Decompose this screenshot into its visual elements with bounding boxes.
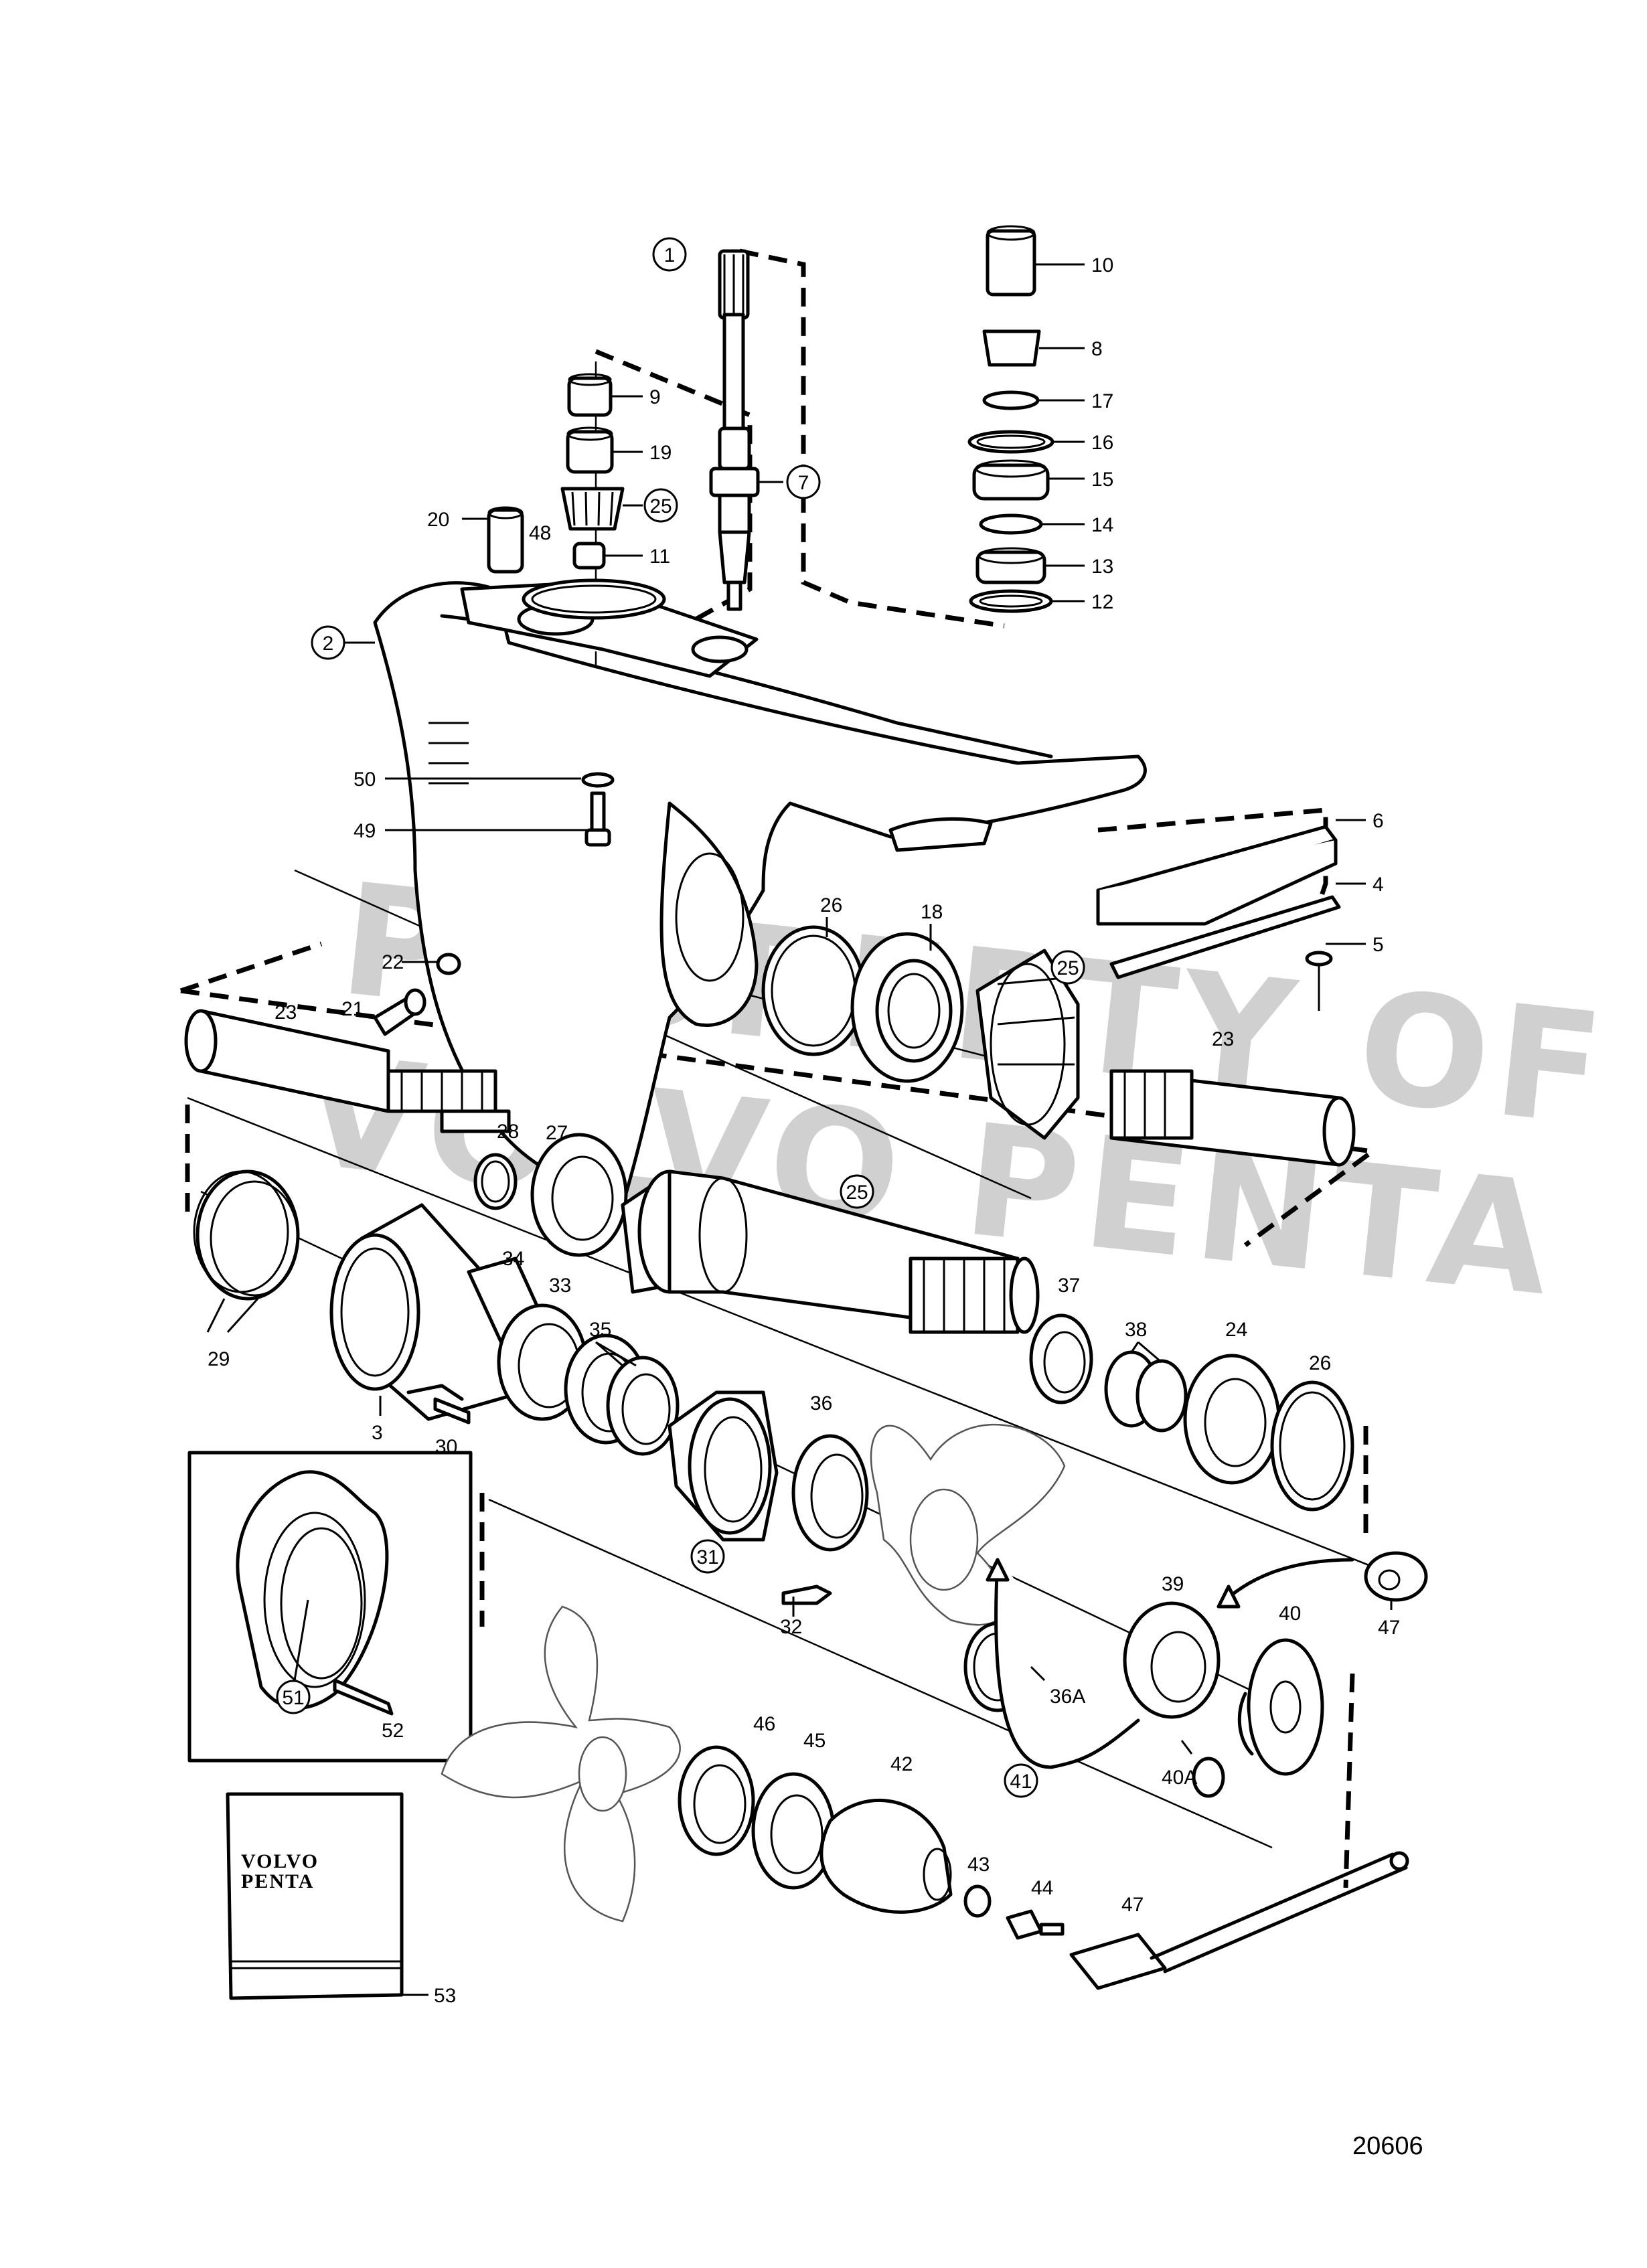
bearing-stack-right xyxy=(967,225,1054,613)
callout-4: 4 xyxy=(1372,874,1384,896)
callout-16: 16 xyxy=(1091,432,1113,454)
callout-48: 48 xyxy=(529,522,551,544)
small-fasteners xyxy=(373,953,518,1210)
callout-13: 13 xyxy=(1091,556,1113,578)
callout-42: 42 xyxy=(890,1753,913,1775)
callout-35: 35 xyxy=(589,1319,611,1341)
callout-14: 14 xyxy=(1091,514,1113,536)
callout-labels: 1 2 7 25 25 25 31 41 51 10 8 17 16 15 14… xyxy=(208,244,1400,2007)
callout-17: 17 xyxy=(1091,390,1113,412)
callout-8: 8 xyxy=(1091,338,1103,360)
bearing-housing xyxy=(668,1390,832,1605)
callout-3: 3 xyxy=(372,1422,383,1444)
callout-37: 37 xyxy=(1058,1275,1080,1297)
callout-36a: 36A xyxy=(1050,1686,1085,1708)
callout-9: 9 xyxy=(649,386,661,408)
callout-23-left: 23 xyxy=(274,1001,297,1024)
callout-34: 34 xyxy=(502,1248,524,1270)
inset-detail xyxy=(187,1451,473,1763)
kit-brand-line-1: VOLVO xyxy=(241,1850,319,1872)
callout-12: 12 xyxy=(1091,591,1113,613)
callout-21: 21 xyxy=(341,998,364,1020)
callout-6: 6 xyxy=(1372,810,1384,832)
callout-11: 11 xyxy=(649,546,670,568)
callout-28: 28 xyxy=(497,1121,519,1143)
callout-25-top: 25 xyxy=(649,495,672,517)
housing-screw xyxy=(581,772,615,847)
prop-nut-assembly xyxy=(986,1551,1428,1798)
callout-30: 30 xyxy=(435,1436,457,1458)
seal-and-propeller xyxy=(791,1423,1066,1712)
callout-53: 53 xyxy=(434,1985,456,2007)
callout-51: 51 xyxy=(282,1687,304,1709)
callout-49: 49 xyxy=(354,820,376,842)
bevel-gear-bearings xyxy=(761,925,1080,1140)
callout-18: 18 xyxy=(921,901,943,923)
callout-43: 43 xyxy=(967,1854,990,1876)
propeller-shafts xyxy=(184,1009,1356,1167)
callout-7: 7 xyxy=(798,472,809,494)
callout-31: 31 xyxy=(696,1546,718,1568)
callout-27: 27 xyxy=(546,1122,568,1144)
seal-kit-bag: VOLVO PENTA xyxy=(226,1792,404,2000)
callout-50: 50 xyxy=(354,768,376,791)
circled-callouts xyxy=(276,237,1085,1798)
callout-20: 20 xyxy=(427,509,449,531)
pinion-stack xyxy=(487,373,666,620)
drive-shaft xyxy=(709,249,760,611)
callout-1: 1 xyxy=(664,244,676,266)
rear-bearings xyxy=(1029,1313,1354,1512)
callout-19: 19 xyxy=(649,442,672,464)
callout-40: 40 xyxy=(1279,1603,1301,1625)
callout-36: 36 xyxy=(810,1392,832,1414)
callout-10: 10 xyxy=(1091,254,1113,276)
callout-22: 22 xyxy=(382,951,404,973)
callout-15: 15 xyxy=(1091,469,1113,491)
callout-47-bottom: 47 xyxy=(1121,1894,1144,1916)
callout-39: 39 xyxy=(1162,1573,1184,1595)
callout-26-top: 26 xyxy=(820,894,842,916)
kit-brand-line-2: PENTA xyxy=(241,1870,314,1892)
callout-2: 2 xyxy=(323,633,334,655)
callout-46: 46 xyxy=(753,1713,775,1735)
callout-47-right: 47 xyxy=(1378,1617,1400,1639)
callout-25-mid: 25 xyxy=(1056,957,1079,979)
bearing-carrier-assembly xyxy=(193,1169,680,1456)
drawing-number: 20606 xyxy=(1352,2132,1423,2160)
lower-propeller-assembly xyxy=(441,1605,1409,1990)
callout-40a: 40A xyxy=(1162,1767,1197,1789)
main-shaft xyxy=(530,1133,1040,1334)
callout-29: 29 xyxy=(208,1348,230,1370)
callout-26-right: 26 xyxy=(1309,1352,1331,1374)
anode-plates xyxy=(1096,825,1341,1011)
callout-25-shaft: 25 xyxy=(846,1182,868,1204)
callout-23-right: 23 xyxy=(1212,1028,1234,1050)
callout-38: 38 xyxy=(1125,1319,1147,1341)
callout-52: 52 xyxy=(382,1720,404,1742)
callout-33: 33 xyxy=(549,1275,571,1297)
callout-44: 44 xyxy=(1031,1877,1053,1899)
callout-5: 5 xyxy=(1372,934,1384,956)
callout-41: 41 xyxy=(1010,1771,1032,1793)
leader-lines xyxy=(206,263,1393,1996)
callout-45: 45 xyxy=(803,1730,826,1752)
callout-32: 32 xyxy=(780,1616,802,1638)
callout-24: 24 xyxy=(1225,1319,1247,1341)
